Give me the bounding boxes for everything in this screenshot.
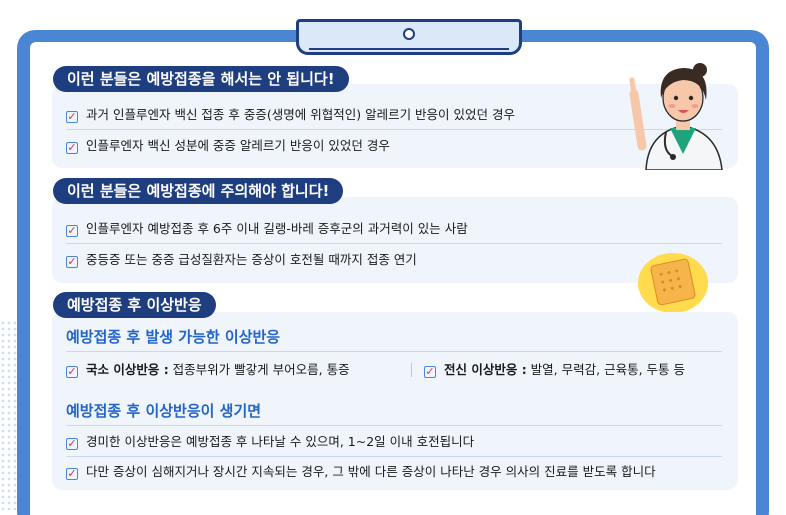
section3-item-2: ✓다만 증상이 심해지거나 장시간 지속되는 경우, 그 밖에 다른 증상이 나… bbox=[66, 464, 656, 480]
checkbox-icon: ✓ bbox=[66, 110, 78, 123]
section3-subhead-1: 예방접종 후 발생 가능한 이상반응 bbox=[66, 328, 281, 346]
section3-subhead-2: 예방접종 후 이상반응이 생기면 bbox=[66, 402, 262, 420]
section1-title: 이런 분들은 예방접종을 해서는 안 됩니다! bbox=[53, 66, 349, 92]
clipboard-clip bbox=[296, 19, 522, 55]
divider bbox=[66, 456, 722, 457]
doctor-illustration bbox=[629, 63, 723, 170]
section2-box bbox=[52, 197, 738, 283]
section1-item-1: ✓과거 인플루엔자 백신 접종 후 중증(생명에 위협적인) 알레르기 반응이 … bbox=[66, 107, 515, 123]
divider bbox=[66, 129, 722, 130]
section1-box bbox=[52, 84, 738, 168]
clip-line bbox=[309, 48, 509, 50]
divider bbox=[66, 425, 722, 426]
checkbox-icon: ✓ bbox=[424, 365, 436, 378]
section2-title: 이런 분들은 예방접종에 주의해야 합니다! bbox=[53, 178, 344, 204]
checkbox-icon: ✓ bbox=[66, 255, 78, 268]
section3-title: 예방접종 후 이상반응 bbox=[53, 292, 216, 318]
section1-item-2: ✓인플루엔자 백신 성분에 중증 알레르기 반응이 있었던 경우 bbox=[66, 138, 390, 154]
clip-hole bbox=[403, 28, 415, 40]
divider bbox=[66, 243, 722, 244]
divider bbox=[66, 351, 722, 352]
checkbox-icon: ✓ bbox=[66, 365, 78, 378]
systemic-reaction-row: ✓전신 이상반응 : 발열, 무력감, 근육통, 두통 등 bbox=[424, 362, 685, 378]
section2-item-2: ✓중등증 또는 중증 급성질환자는 증상이 호전될 때까지 접종 연기 bbox=[66, 252, 417, 268]
section2-item-1: ✓인플루엔자 예방접종 후 6주 이내 길랭-바레 증후군의 과거력이 있는 사… bbox=[66, 221, 468, 237]
checkbox-icon: ✓ bbox=[66, 224, 78, 237]
checkbox-icon: ✓ bbox=[66, 437, 78, 450]
separator bbox=[411, 363, 412, 377]
section3-box bbox=[52, 312, 738, 490]
checkbox-icon: ✓ bbox=[66, 467, 78, 480]
local-reaction-row: ✓국소 이상반응 : 접종부위가 빨갛게 부어오름, 통증 bbox=[66, 362, 350, 378]
section3-item-1: ✓경미한 이상반응은 예방접종 후 나타날 수 있으며, 1~2일 이내 호전됩… bbox=[66, 434, 475, 450]
bandage-illustration bbox=[638, 253, 708, 313]
checkbox-icon: ✓ bbox=[66, 141, 78, 154]
